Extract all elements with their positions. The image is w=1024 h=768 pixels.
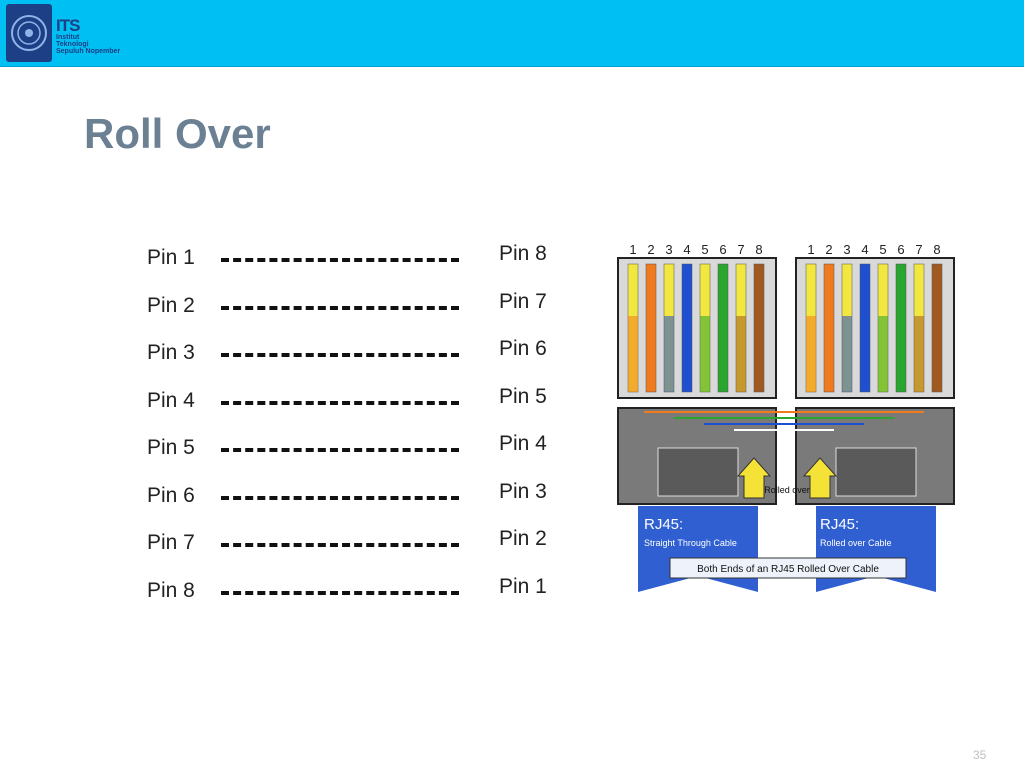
pin-row: Pin 8 Pin 1: [147, 571, 567, 619]
figure-caption: Both Ends of an RJ45 Rolled Over Cable: [697, 564, 879, 575]
pin-number-label: 1: [629, 242, 636, 257]
logo-line: Institut: [56, 34, 80, 41]
right-connector-sublabel: Rolled over Cable: [820, 538, 892, 548]
pin-left-label: Pin 6: [147, 483, 195, 507]
up-arrow-icon: [736, 457, 772, 499]
pin-right-label: Pin 7: [499, 289, 547, 313]
pin-number-label: 5: [701, 242, 708, 257]
wire-strand: [717, 263, 729, 393]
pin-row: Pin 6 Pin 3: [147, 476, 567, 524]
pin-left-label: Pin 5: [147, 436, 195, 459]
connector-housing: [617, 257, 777, 399]
pin-row: Pin 1 Pin 8: [147, 238, 567, 286]
pin-number-label: 1: [807, 242, 814, 257]
pin-connector-dashed-line: [221, 258, 459, 262]
logo-line: Teknologi: [56, 41, 89, 48]
connector-housing: [795, 257, 955, 399]
pin-right-label: Pin 2: [499, 527, 547, 550]
connector-latch: [835, 447, 917, 497]
pin-connector-dashed-line: [221, 353, 459, 357]
wire-stripe: [878, 316, 888, 392]
slide-title: Roll Over: [84, 110, 271, 157]
up-arrow-icon: [802, 457, 838, 499]
pin-left-label: Pin 8: [147, 578, 195, 602]
pin-number-label: 7: [915, 242, 922, 257]
pin-connector-dashed-line: [221, 305, 459, 310]
pin-row: Pin 4 Pin 5: [147, 381, 567, 429]
pin-connector-dashed-line: [221, 400, 459, 405]
wire-strand: [753, 263, 765, 393]
pin-connector-dashed-line: [221, 495, 459, 500]
arrow-label: Rolled over: [764, 485, 810, 495]
pin-connector-dashed-line: [221, 543, 459, 547]
pin-number-label: 3: [843, 242, 850, 257]
pin-number-label: 8: [933, 242, 940, 257]
wire-strand: [823, 263, 835, 393]
wire-stripe: [628, 316, 638, 392]
its-seal-logo: [6, 4, 52, 62]
pin-right-label: Pin 3: [499, 479, 547, 503]
caption-box: [669, 557, 907, 579]
pin-number-label: 5: [879, 242, 886, 257]
its-logo-text: ITS Institut Teknologi Sepuluh Nopember: [56, 16, 121, 55]
wire-stripe: [806, 316, 816, 392]
wire-stripe: [842, 316, 852, 392]
pin-number-label: 6: [897, 242, 904, 257]
pin-left-label: Pin 1: [147, 246, 195, 269]
wire-stripe: [664, 316, 674, 392]
wire-stripe: [914, 316, 924, 392]
pin-right-label: Pin 5: [499, 384, 547, 408]
pin-right-label: Pin 1: [499, 574, 547, 598]
pin-row: Pin 2 Pin 7: [147, 286, 567, 334]
pin-row: Pin 5 Pin 4: [147, 428, 567, 476]
pin-number-label: 2: [825, 242, 832, 257]
wire-stripe: [736, 316, 746, 392]
left-connector-label: RJ45:: [644, 516, 683, 533]
logo-abbr: ITS: [56, 16, 80, 35]
wire-strand: [645, 263, 657, 393]
pin-number-label: 2: [647, 242, 654, 257]
logo-line: Sepuluh Nopember: [56, 48, 121, 55]
pin-number-label: 7: [737, 242, 744, 257]
wire-stripe: [700, 316, 710, 392]
pin-left-label: Pin 7: [147, 531, 195, 554]
pin-number-label: 4: [683, 242, 690, 257]
pin-left-label: Pin 2: [147, 293, 195, 317]
page-number: 35: [973, 748, 987, 762]
pin-right-label: Pin 6: [499, 337, 547, 360]
header-bar: ITS Institut Teknologi Sepuluh Nopember: [0, 0, 1024, 67]
wire-strand: [859, 263, 871, 393]
left-connector-sublabel: Straight Through Cable: [644, 538, 737, 548]
wire-strand: [681, 263, 693, 393]
pin-number-label: 8: [755, 242, 762, 257]
pin-left-label: Pin 3: [147, 341, 195, 364]
pin-number-label: 4: [861, 242, 868, 257]
wire-strand: [931, 263, 943, 393]
pin-number-label: 3: [665, 242, 672, 257]
pin-right-label: Pin 4: [499, 432, 547, 455]
pin-number-label: 6: [719, 242, 726, 257]
pin-row: Pin 3 Pin 6: [147, 333, 567, 381]
wire-strand: [895, 263, 907, 393]
connector-latch: [657, 447, 739, 497]
pin-connector-dashed-line: [221, 590, 459, 595]
pin-row: Pin 7 Pin 2: [147, 523, 567, 571]
right-connector-label: RJ45:: [820, 516, 859, 533]
pin-left-label: Pin 4: [147, 388, 195, 412]
pin-right-label: Pin 8: [499, 242, 547, 265]
pin-connector-dashed-line: [221, 448, 459, 452]
